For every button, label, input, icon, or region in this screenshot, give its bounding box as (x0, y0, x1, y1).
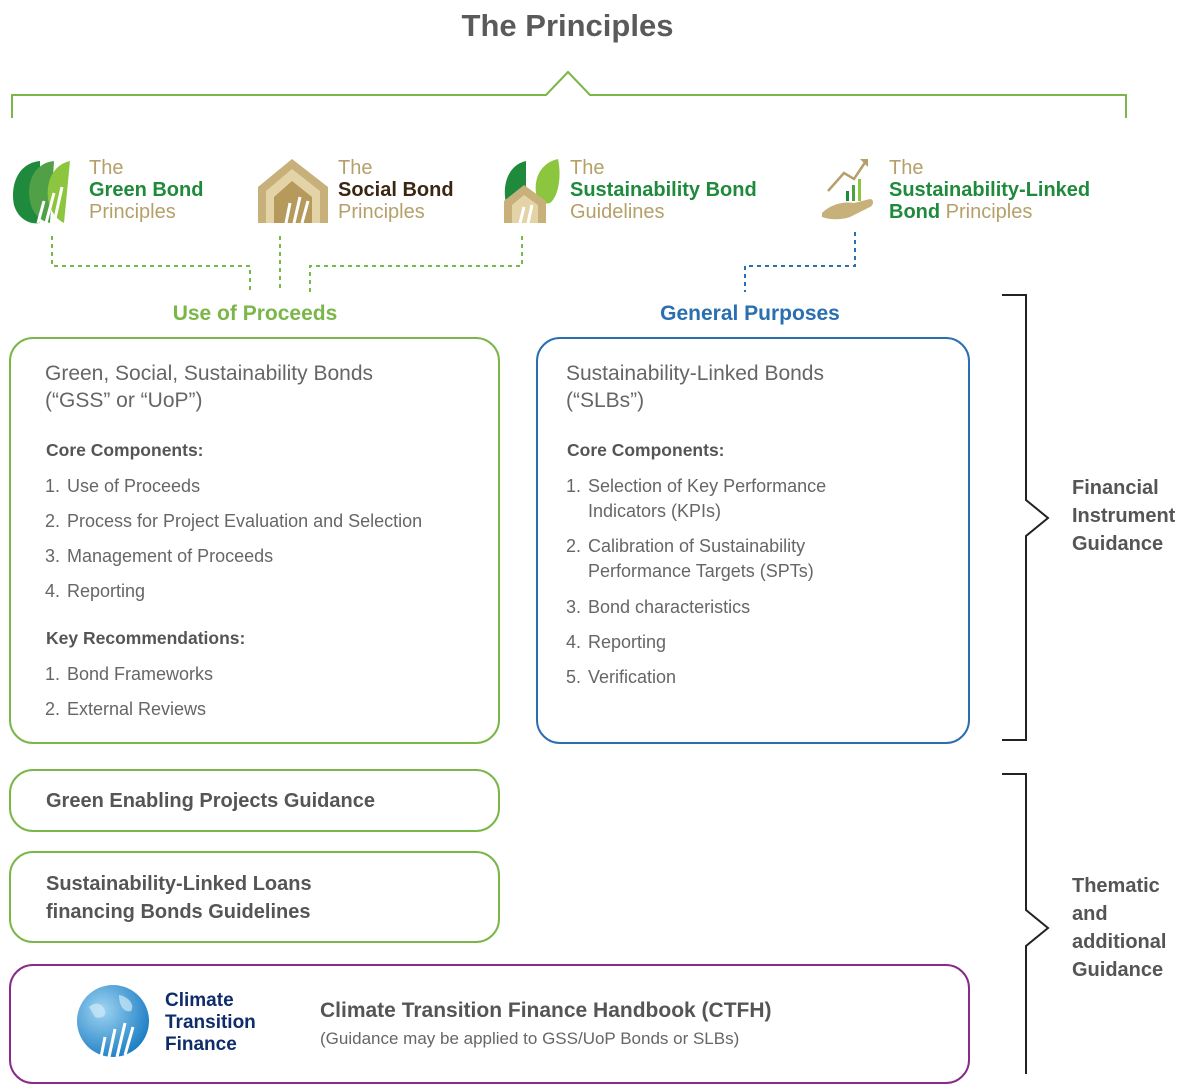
sll-title-line2: financing Bonds Guidelines (46, 901, 311, 923)
sll-title-line1: Sustainability-Linked Loans (46, 873, 312, 895)
sl-bond-name: Sustainability-Linked (889, 179, 1091, 201)
list-item: 4.Reporting (45, 581, 146, 601)
sustainability-bond-guidelines: Guidelines (570, 201, 665, 223)
general-purposes-heading: General Purposes (660, 302, 840, 325)
slb-bonds-box: Sustainability-Linked Bonds (“SLBs”) Cor… (536, 337, 970, 744)
gss-recommendations-label: Key Recommendations: (46, 628, 246, 648)
sustainability-bond-name: Sustainability Bond (570, 179, 757, 201)
gss-core-label: Core Components: (46, 440, 204, 460)
financial-instrument-guidance-label: Financial Instrument Guidance (1072, 477, 1176, 555)
gss-title-line1: Green, Social, Sustainability Bonds (45, 362, 374, 385)
sl-bond-the: The (889, 157, 924, 179)
green-enabling-title: Green Enabling Projects Guidance (46, 790, 375, 812)
gss-title-line2: (“GSS” or “UoP”) (45, 389, 203, 412)
ctfh-subtitle: (Guidance may be applied to GSS/UoP Bond… (320, 1029, 740, 1048)
list-item: 1.Bond Frameworks (45, 664, 214, 684)
green-bond-icon (13, 161, 70, 224)
sustainability-bond-the: The (570, 157, 605, 179)
social-bond-name: Social Bond (338, 179, 454, 201)
sustainability-linked-bond-logo: The Sustainability-Linked Bond Principle… (820, 155, 1130, 225)
sustainability-bond-logo: The Sustainability Bond Guidelines (500, 155, 800, 225)
list-item: 3.Management of Proceeds (45, 546, 274, 566)
use-of-proceeds-heading: Use of Proceeds (172, 302, 338, 325)
ctfh-title: Climate Transition Finance Handbook (CTF… (320, 999, 772, 1022)
slb-title-line2: (“SLBs”) (566, 389, 645, 412)
ctf-logo-text: Climate Transition Finance (165, 990, 256, 1055)
social-bond-the: The (338, 157, 373, 179)
list-item: 2.External Reviews (45, 699, 207, 719)
gss-bonds-box: Green, Social, Sustainability Bonds (“GS… (9, 337, 500, 744)
sustainability-bond-icon (504, 159, 560, 224)
green-bond-logo: The Green Bond Principles (10, 155, 240, 225)
social-bond-icon (258, 159, 328, 224)
sl-bond-principles: Principles (940, 201, 1033, 223)
green-bond-name: Green Bond (89, 179, 204, 201)
list-item: 5.Verification (566, 667, 677, 687)
page-title: The Principles (461, 8, 674, 43)
slb-core-label: Core Components: (567, 440, 725, 460)
list-item: 4.Reporting (566, 632, 667, 652)
thematic-guidance-label: Thematic and additional Guidance (1072, 875, 1167, 981)
sll-guidelines-box: Sustainability-Linked Loans financing Bo… (9, 851, 500, 943)
social-bond-principles: Principles (338, 201, 425, 223)
list-item: 1.Use of Proceeds (45, 476, 201, 496)
list-item: 3.Bond characteristics (566, 597, 751, 617)
green-bond-the: The (89, 157, 124, 179)
green-enabling-box: Green Enabling Projects Guidance (9, 769, 500, 832)
sl-bond-bond: Bond (889, 201, 941, 223)
hand-growth-icon (822, 159, 873, 220)
list-item: 2.Process for Project Evaluation and Sel… (45, 511, 423, 531)
green-bond-principles: Principles (89, 201, 176, 223)
social-bond-logo: The Social Bond Principles (256, 155, 486, 225)
ctfh-box: Climate Transition Finance Climate Trans… (9, 964, 970, 1084)
slb-title-line1: Sustainability-Linked Bonds (566, 362, 824, 385)
globe-icon (77, 985, 149, 1058)
